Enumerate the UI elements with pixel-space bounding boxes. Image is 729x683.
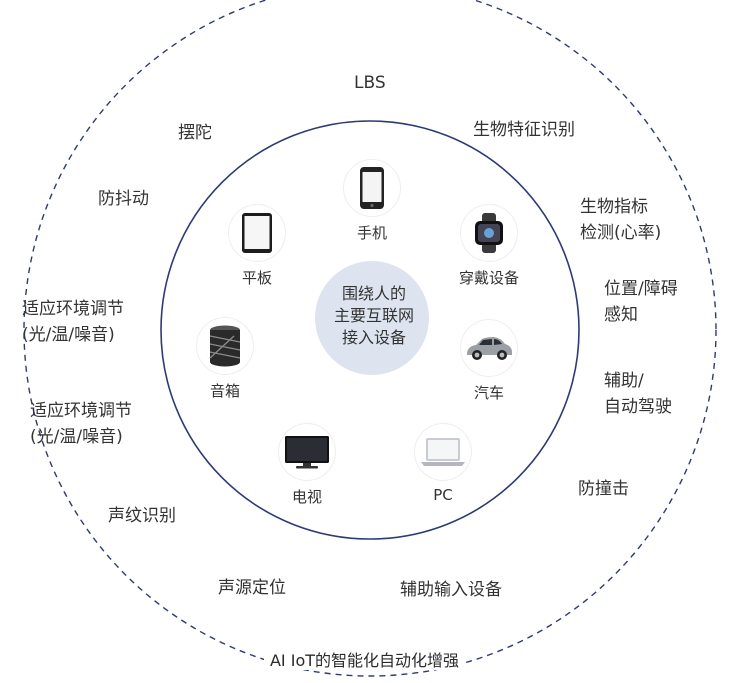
laptop-icon xyxy=(415,424,471,480)
tv-icon xyxy=(279,424,335,480)
feature-label: LBS xyxy=(354,73,386,93)
feature-label: 生物指标 检测(心率) xyxy=(580,197,662,243)
feature-label: 声源定位 xyxy=(218,578,286,598)
device-wearable: 穿戴设备 xyxy=(444,205,534,288)
feature-label: 适应环境调节 (光/温/噪音) xyxy=(30,401,132,447)
center-label-line: 接入设备 xyxy=(341,328,406,347)
device-phone: 手机 xyxy=(327,160,417,243)
device-label: 电视 xyxy=(291,488,322,506)
feature-label: 辅助输入设备 xyxy=(400,580,502,600)
feature-label: 辅助/ 自动驾驶 xyxy=(604,371,672,417)
device-speaker: 音箱 xyxy=(180,318,270,401)
feature-label: 声纹识别 xyxy=(108,506,176,526)
center-label: 围绕人的 主要互联网 接入设备 xyxy=(318,283,430,349)
feature-label: 生物特征识别 xyxy=(473,120,575,140)
device-label: 手机 xyxy=(356,224,387,242)
diagram-title-text: AI IoT的智能化自动化增强 xyxy=(263,651,466,670)
device-label: 穿戴设备 xyxy=(458,269,519,287)
device-label: 音箱 xyxy=(209,382,240,400)
feature-label: 位置/障碍 感知 xyxy=(604,279,678,325)
feature-label: 摆陀 xyxy=(178,123,212,143)
speaker-icon xyxy=(197,318,253,374)
center-label-line: 主要互联网 xyxy=(333,306,414,325)
tablet-icon xyxy=(229,205,285,261)
device-label: 平板 xyxy=(241,269,272,287)
inner-ring xyxy=(160,120,580,540)
car-icon xyxy=(461,320,517,376)
feature-label: 防抖动 xyxy=(98,189,149,209)
feature-label: 适应环境调节 (光/温/噪音) xyxy=(22,299,124,345)
device-label: PC xyxy=(433,486,453,504)
diagram-title: AI IoT的智能化自动化增强 xyxy=(0,647,729,671)
outer-dashed-ring xyxy=(23,0,717,677)
device-label: 汽车 xyxy=(473,384,504,402)
feature-label: 防撞击 xyxy=(578,479,629,499)
center-label-line: 围绕人的 xyxy=(341,284,406,303)
phone-icon xyxy=(344,160,400,216)
device-car: 汽车 xyxy=(444,320,534,403)
device-tv: 电视 xyxy=(262,424,352,507)
device-pc: PC xyxy=(398,424,488,504)
center-circle xyxy=(315,261,429,375)
device-tablet: 平板 xyxy=(212,205,302,288)
smartwatch-icon xyxy=(461,205,517,261)
